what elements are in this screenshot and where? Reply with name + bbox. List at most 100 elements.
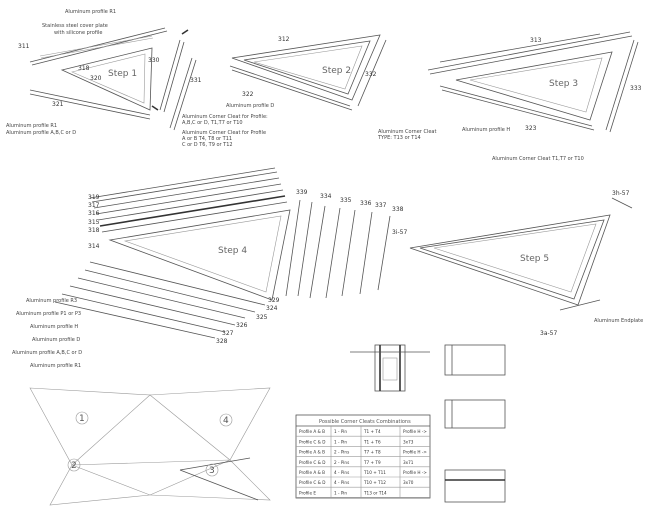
label-327: 327: [222, 330, 234, 337]
label-alu-r1-top: Aluminum profile R1: [65, 9, 116, 15]
step-4-right-profiles: [285, 199, 391, 299]
step-4-stacked-profiles: [89, 167, 288, 233]
label-320: 320: [90, 75, 102, 82]
corner-cleats-table: Possible Corner Cleats Combinations Prof…: [295, 414, 431, 499]
step-4-lower-profiles: [54, 261, 266, 339]
step-1-label: Step 1: [108, 69, 137, 79]
label-316: 316: [88, 210, 100, 217]
step-2-label: Step 2: [322, 66, 351, 76]
step-4-group: Step 4 319 317 316 315 318 314 339 334 3…: [12, 167, 404, 369]
label-3h57: 3h-57: [612, 190, 630, 197]
label-322: 322: [242, 91, 254, 98]
label-323: 323: [525, 125, 537, 132]
label-stainless-2: with silicone profile: [54, 30, 102, 36]
label-311: 311: [18, 43, 30, 50]
table-cell: 1 - Pin: [334, 439, 347, 444]
table-cell: T10 + T11: [363, 470, 386, 475]
label-331: 331: [190, 77, 202, 84]
circle-4-label: 4: [223, 416, 229, 426]
circle-1: [75, 411, 89, 425]
label-alu-h-step3: Aluminum profile H: [462, 127, 510, 133]
step-3-label: Step 3: [549, 79, 578, 89]
label-cleat3-3: Aluminum Corner Cleat T1,T7 or T10: [492, 156, 584, 162]
step-1-profiles: [29, 27, 197, 131]
table-cell: Profile H ->: [403, 450, 427, 455]
label-cleat-5: C or D T6, T9 or T12: [182, 142, 233, 148]
table-cell: T13 or T14: [363, 490, 387, 495]
circle-3: [205, 463, 219, 477]
label-alu-d-step4: Aluminum profile D: [32, 337, 80, 343]
table-cell: Profile H ->: [403, 429, 427, 434]
label-312: 312: [278, 36, 290, 43]
table-cell: Profile A & B: [299, 429, 325, 434]
label-alu-r1-step4: Aluminum profile R1: [30, 363, 81, 369]
table-cell: T1 + T4: [363, 429, 381, 434]
label-endplate: Aluminum Endplate: [594, 318, 643, 324]
label-318b: 318: [88, 227, 100, 234]
circle-2: [67, 458, 81, 472]
label-336: 336: [360, 200, 372, 207]
label-cleat3-1: Aluminum Corner Cleat: [378, 129, 436, 135]
table-cell: Profile C & D: [299, 460, 325, 465]
label-alu-d-step2: Aluminum profile D: [226, 103, 274, 109]
table-title: Possible Corner Cleats Combinations: [319, 419, 411, 425]
label-333: 333: [630, 85, 642, 92]
label-317: 317: [88, 202, 100, 209]
step-5-group: Step 5 3h-57 3i-57 3a-57 Aluminum Endpla…: [392, 190, 643, 337]
label-338: 338: [392, 206, 404, 213]
label-alu-r1-left: Aluminum profile R1: [6, 123, 57, 129]
label-337: 337: [375, 202, 387, 209]
label-cleat-2: A,B,C or D, T1,T7 or T10: [182, 120, 243, 126]
label-319: 319: [88, 194, 100, 201]
table-cell: 4 - Pins: [334, 480, 349, 485]
table-cell: Profile H ->: [403, 470, 427, 475]
step-2-group: Step 2 312 322 332 Aluminum profile D: [226, 34, 387, 111]
step-5-label: Step 5: [520, 254, 549, 264]
table-cell: 3x73: [403, 439, 414, 444]
table-cell: T7 + T8: [363, 450, 381, 455]
label-3a57: 3a-57: [540, 330, 557, 337]
label-318: 318: [78, 65, 90, 72]
label-315: 315: [88, 219, 100, 226]
label-alu-abc-left: Aluminum profile A,B,C or D: [6, 130, 76, 136]
label-325: 325: [256, 314, 268, 321]
table-cell: 1 - Pin: [334, 490, 347, 495]
label-321: 321: [52, 101, 64, 108]
label-stainless-1: Stainless steel cover plate: [42, 23, 108, 29]
label-alu-r3: Aluminum profile R3: [26, 298, 77, 304]
label-alu-h-step4: Aluminum profile H: [30, 324, 78, 330]
step-4-label: Step 4: [218, 246, 247, 256]
label-334: 334: [320, 193, 332, 200]
label-cleat-4: A or B T4, T8 or T11: [182, 136, 232, 142]
table-cell: T1 + T6: [363, 439, 381, 444]
label-332: 332: [365, 71, 377, 78]
label-314: 314: [88, 243, 100, 250]
label-cleat-3: Aluminum Corner Cleat for Profile: [182, 130, 266, 136]
section-details: [350, 344, 506, 503]
label-313: 313: [530, 37, 542, 44]
circle-4: [219, 413, 233, 427]
label-329: 329: [268, 297, 280, 304]
label-326: 326: [236, 322, 248, 329]
label-330: 330: [148, 57, 160, 64]
label-alu-abcd-step4: Aluminum profile A,B,C or D: [12, 350, 82, 356]
table-cell: Profile A & B: [299, 470, 325, 475]
label-alu-p1p3: Aluminum profile P1 or P3: [16, 311, 81, 317]
table-cell: Profile C & D: [299, 480, 325, 485]
step-1-group: Step 1 311 318 320 330 331 321 Aluminum …: [6, 9, 268, 148]
table-cell: 2 - Pins: [334, 460, 349, 465]
circle-1-label: 1: [79, 414, 85, 424]
label-3i57: 3i-57: [392, 229, 407, 236]
circle-2-label: 2: [71, 461, 77, 471]
table-cell: Profile E: [299, 490, 316, 495]
table-cell: Profile A & B: [299, 450, 325, 455]
label-cleat3-2: TYPE: T13 or T14: [377, 135, 421, 141]
label-cleat-1: Aluminum Corner Cleat for Profile:: [182, 114, 268, 120]
table-cell: 2 - Pins: [334, 450, 349, 455]
label-328: 328: [216, 338, 228, 345]
table-cell: 3x70: [403, 480, 414, 485]
step-3-group: Step 3 313 323 333 Aluminum Corner Cleat…: [377, 31, 642, 162]
label-324: 324: [266, 305, 278, 312]
table-cell: T10 + T12: [363, 480, 386, 485]
